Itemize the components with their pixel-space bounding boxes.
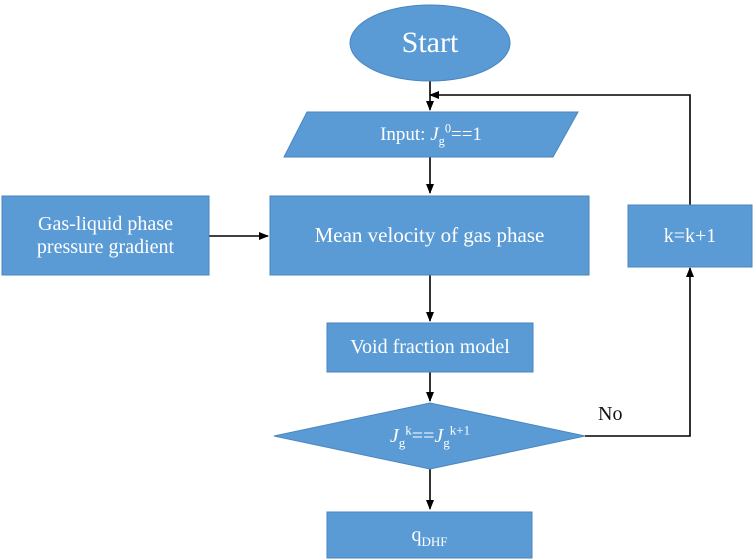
input-node-shape — [283, 111, 579, 158]
side-box-shape — [1, 195, 210, 276]
void-fraction-shape — [326, 322, 534, 373]
mean-velocity-shape — [269, 195, 590, 276]
decision-node-shape — [273, 402, 586, 470]
start-node-shape — [349, 4, 511, 82]
output-node-shape — [326, 511, 533, 559]
increment-node-shape — [627, 204, 753, 268]
edge-increment-loop-to-input — [429, 91, 691, 205]
edge-decision-no-to-increment — [585, 267, 694, 437]
